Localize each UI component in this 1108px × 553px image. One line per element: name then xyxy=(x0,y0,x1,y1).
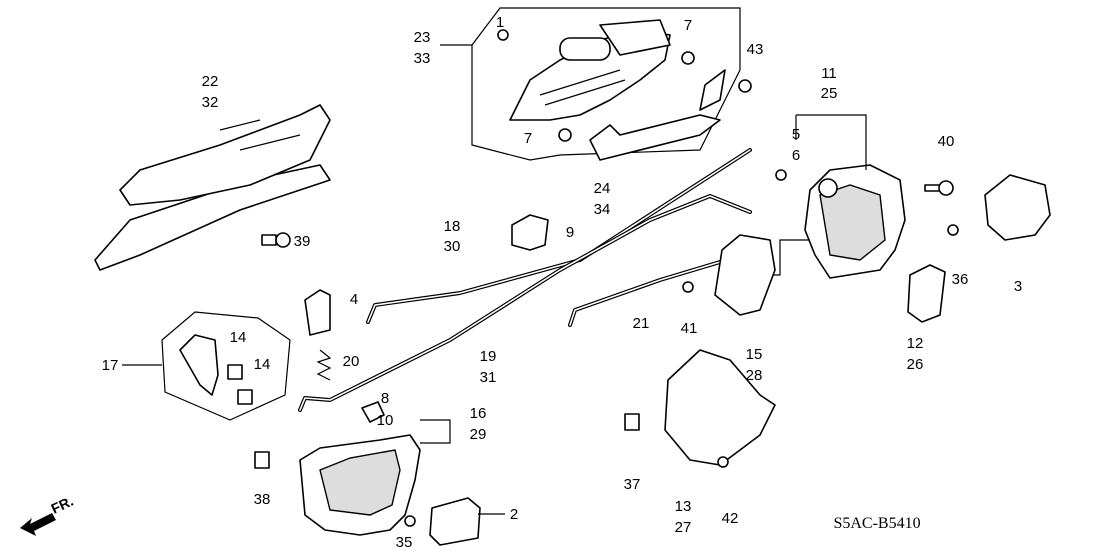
clip-8-10 xyxy=(361,401,385,423)
clip-14-b xyxy=(237,389,253,405)
label-28: 28 xyxy=(746,367,763,384)
screw-6 xyxy=(775,169,787,181)
front-direction-arrow-icon: FR. xyxy=(20,493,76,536)
screw-35 xyxy=(404,515,416,527)
inner-door-handle[interactable] xyxy=(299,434,421,536)
label-33: 33 xyxy=(414,50,431,67)
label-21: 21 xyxy=(633,315,650,332)
bracket-11 xyxy=(795,114,867,170)
label-14-b: 14 xyxy=(254,356,271,373)
label-4: 4 xyxy=(350,291,358,308)
striker-3 xyxy=(984,174,1051,241)
screw-40 xyxy=(924,180,954,196)
rod-18 xyxy=(366,148,752,324)
label-3: 3 xyxy=(1014,278,1022,295)
nut-43 xyxy=(738,79,752,93)
spring-20 xyxy=(316,349,332,381)
inner-handle-base xyxy=(94,104,331,271)
outer-door-handle[interactable] xyxy=(509,19,671,121)
label-34: 34 xyxy=(594,201,611,218)
label-20: 20 xyxy=(343,353,360,370)
cap-2 xyxy=(429,497,481,546)
label-37: 37 xyxy=(624,476,641,493)
clip-39 xyxy=(261,232,291,248)
label-5: 5 xyxy=(792,126,800,143)
label-36: 36 xyxy=(952,271,969,288)
label-16: 16 xyxy=(470,405,487,422)
rod-clip-9 xyxy=(511,214,549,251)
clip-37 xyxy=(624,413,640,431)
label-10: 10 xyxy=(377,412,394,429)
label-39: 39 xyxy=(294,233,311,250)
label-31: 31 xyxy=(480,369,497,386)
diagram-code: S5AC-B5410 xyxy=(833,515,920,532)
label-14-a: 14 xyxy=(230,329,247,346)
label-1: 1 xyxy=(496,14,504,31)
grommet-7-bottom xyxy=(558,128,572,142)
shim-12 xyxy=(907,264,946,323)
label-22: 22 xyxy=(202,73,219,90)
screw-41 xyxy=(682,281,694,293)
label-15: 15 xyxy=(746,346,763,363)
label-9: 9 xyxy=(566,224,574,241)
label-24: 24 xyxy=(594,180,611,197)
label-42: 42 xyxy=(722,510,739,527)
label-41: 41 xyxy=(681,320,698,337)
screw-36 xyxy=(947,224,959,236)
label-27: 27 xyxy=(675,519,692,536)
grommet-7-top xyxy=(681,51,695,65)
clip-14-a xyxy=(227,364,243,380)
lock-knob-part xyxy=(179,334,219,396)
label-40: 40 xyxy=(938,133,955,150)
label-7-bottom: 7 xyxy=(524,130,532,147)
outer-handle-rod-24 xyxy=(589,114,721,161)
label-32: 32 xyxy=(202,94,219,111)
label-23: 23 xyxy=(414,29,431,46)
label-7-top: 7 xyxy=(684,17,692,34)
handle-bracket xyxy=(699,69,726,111)
label-25: 25 xyxy=(821,85,838,102)
label-18: 18 xyxy=(444,218,461,235)
screw-1 xyxy=(497,29,509,41)
label-35: 35 xyxy=(396,534,413,551)
door-latch-assembly xyxy=(804,164,906,279)
svg-text:FR.: FR. xyxy=(49,493,76,517)
leader-16 xyxy=(420,419,451,444)
nut-38 xyxy=(254,451,270,469)
screw-42 xyxy=(717,456,729,468)
label-13: 13 xyxy=(675,498,692,515)
label-38: 38 xyxy=(254,491,271,508)
outer-handle-group-outline xyxy=(471,7,741,161)
label-30: 30 xyxy=(444,238,461,255)
label-6: 6 xyxy=(792,147,800,164)
latch-protector xyxy=(714,234,776,316)
label-19: 19 xyxy=(480,348,497,365)
label-2: 2 xyxy=(510,506,518,523)
label-29: 29 xyxy=(470,426,487,443)
label-26: 26 xyxy=(907,356,924,373)
label-43: 43 xyxy=(747,41,764,58)
cover-4 xyxy=(304,289,331,336)
label-11: 11 xyxy=(821,65,837,82)
label-12: 12 xyxy=(907,335,924,352)
door-lock-actuator xyxy=(664,349,776,466)
label-8: 8 xyxy=(381,390,389,407)
label-17: 17 xyxy=(102,357,119,374)
group-17-outline xyxy=(161,311,291,421)
